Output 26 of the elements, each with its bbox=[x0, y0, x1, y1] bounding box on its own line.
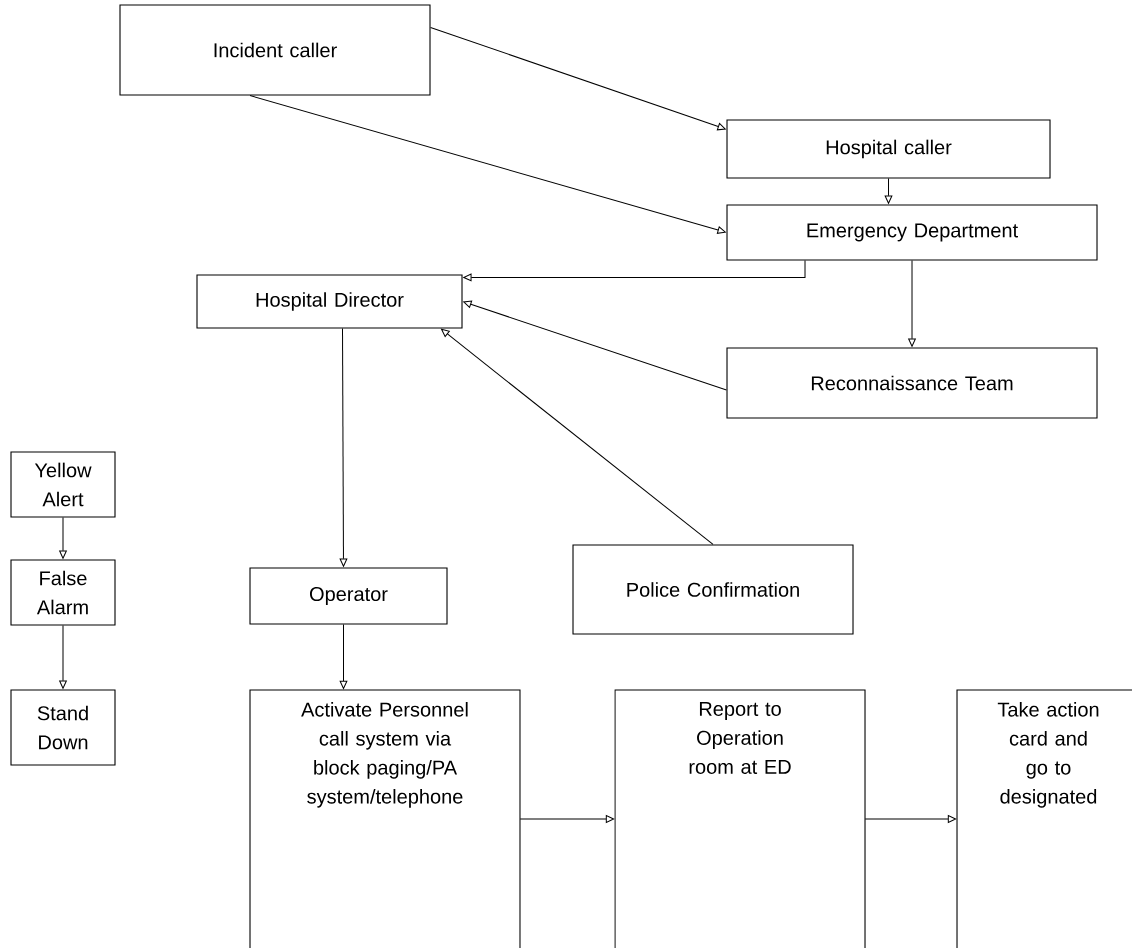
process-box: Activate Personnel call system via block paging/PA system/telephone bbox=[249, 689, 521, 948]
arrow bbox=[864, 815, 957, 823]
process-box: Take action card and go to designated bbox=[956, 689, 1132, 948]
arrow bbox=[339, 328, 348, 567]
process-box: False Alarm bbox=[10, 559, 116, 626]
process-box: Police Confirmation bbox=[572, 544, 854, 635]
arrow bbox=[463, 300, 727, 391]
process-box: Emergency Department bbox=[726, 204, 1098, 261]
process-box: Report to Operation room at ED bbox=[614, 689, 866, 948]
process-box: Hospital Director bbox=[196, 274, 463, 329]
arrow bbox=[339, 624, 348, 690]
arrow bbox=[441, 328, 714, 545]
process-box: Reconnaissance Team bbox=[726, 347, 1098, 419]
arrow bbox=[59, 517, 67, 559]
process-box: Operator bbox=[249, 567, 448, 625]
process-box: Yellow Alert bbox=[10, 451, 116, 518]
arrow bbox=[463, 260, 806, 282]
process-box: Stand Down bbox=[10, 689, 116, 766]
arrow bbox=[249, 95, 726, 234]
arrow bbox=[430, 26, 726, 131]
arrow bbox=[884, 178, 893, 204]
arrow bbox=[59, 625, 67, 689]
process-box: Hospital caller bbox=[726, 119, 1051, 179]
process-box: Incident caller bbox=[119, 4, 431, 96]
arrow bbox=[519, 815, 615, 823]
arrow bbox=[908, 260, 916, 347]
